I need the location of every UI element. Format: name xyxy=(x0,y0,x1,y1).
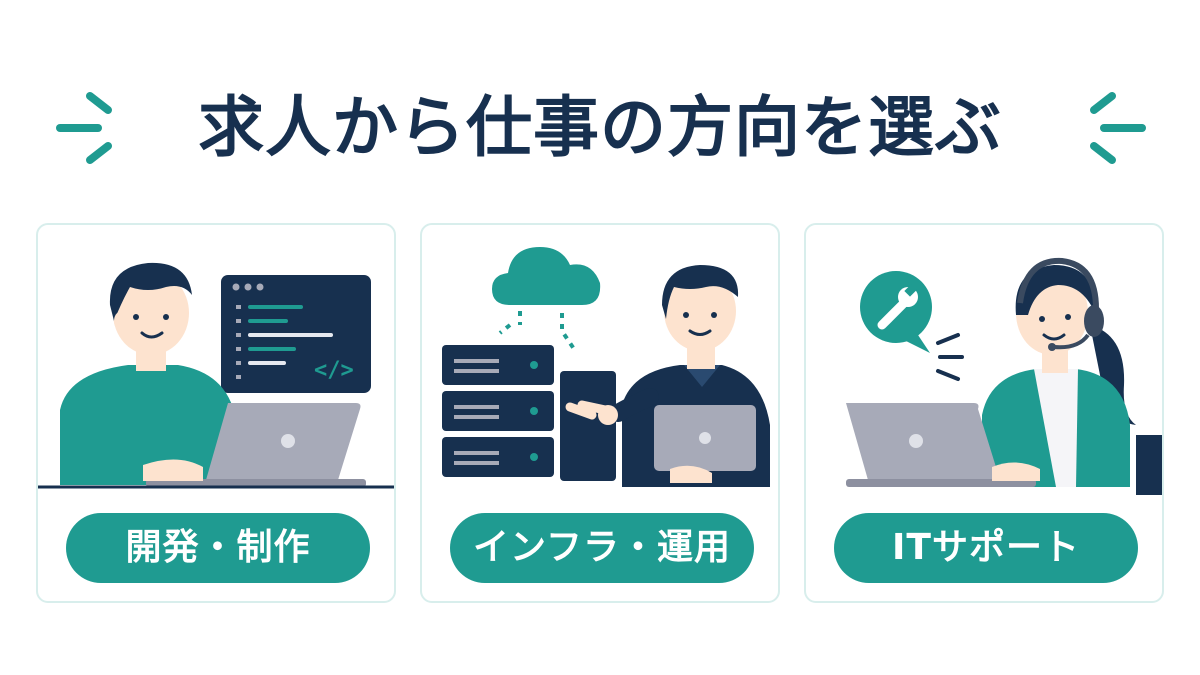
wrench-bubble-icon xyxy=(860,271,964,381)
headset-person xyxy=(982,257,1136,487)
sparkle-left-icon xyxy=(56,92,112,164)
laptop-icon xyxy=(846,403,1040,487)
label-development[interactable]: 開発・制作 xyxy=(66,513,370,583)
development-illustration: </> xyxy=(38,262,394,489)
card-development[interactable]: </> 開発・制作 xyxy=(36,223,396,603)
cloud-icon xyxy=(492,247,601,351)
server-rack-icon xyxy=(442,345,616,481)
code-window-icon: </> xyxy=(221,275,371,393)
label-it-support[interactable]: ITサポート xyxy=(834,513,1138,583)
developer-person xyxy=(60,262,236,485)
label-infrastructure[interactable]: インフラ・運用 xyxy=(450,513,754,583)
header: 求人から仕事の方向を選ぶ xyxy=(0,78,1200,178)
card-infrastructure[interactable]: インフラ・運用 xyxy=(420,223,780,603)
sparkle-right-icon xyxy=(1090,92,1146,164)
card-it-support[interactable]: ITサポート xyxy=(804,223,1164,603)
laptop-icon xyxy=(143,403,366,487)
it-support-illustration xyxy=(846,257,1162,495)
svg-text:</>: </> xyxy=(314,358,354,383)
page-title: 求人から仕事の方向を選ぶ xyxy=(198,89,1002,166)
infrastructure-illustration xyxy=(442,247,770,487)
laptop-icon xyxy=(654,405,756,483)
